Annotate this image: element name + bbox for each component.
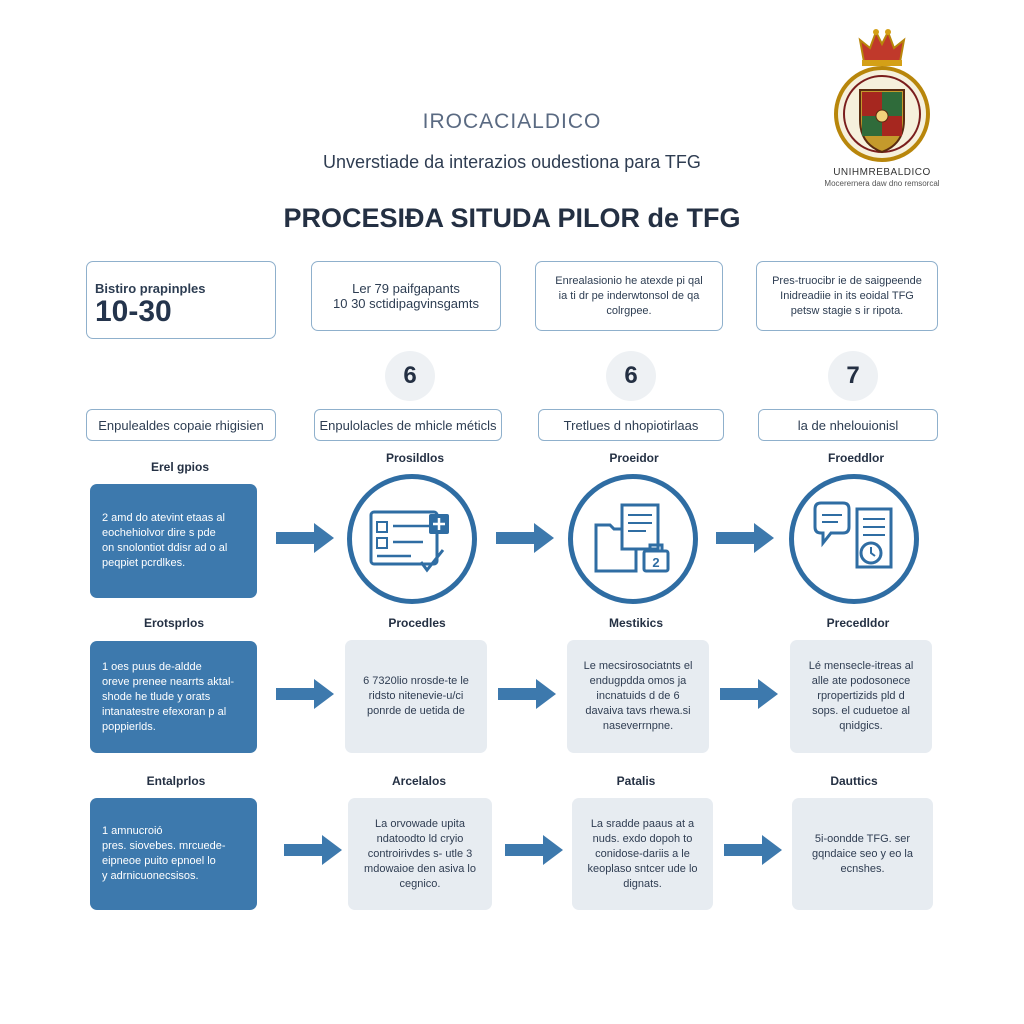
header-subtitle: Unverstiade da interazios oudestiona par…: [323, 152, 701, 172]
category-pill-1: Enpulealdes copaie rhigisien: [86, 409, 276, 441]
arrow-right-icon: [496, 523, 554, 553]
arrow-right-icon: [498, 679, 556, 709]
arrow-right-icon: [716, 523, 774, 553]
category-pill-2: Enpulolacles de mhicle méticls: [314, 409, 502, 441]
row1-col4-head: Froeddlor: [828, 451, 884, 465]
arrow-right-icon: [724, 835, 782, 865]
page-title: PROCESIÐA SITUDA PILOR de TFG: [283, 203, 741, 233]
arrow-right-icon: [284, 835, 342, 865]
row3-gray-card-2: La sradde paaus at a nuds. exdo dopoh to…: [572, 798, 713, 910]
arrow-right-icon: [720, 679, 778, 709]
row2-gray-card-2: Le mecsirosociatnts el endugpdda omos ja…: [567, 640, 709, 753]
info-box-3: Enrealasionio he atexde pi qal ia ti dr …: [535, 261, 723, 331]
row2-col1-head: Erotsprlos: [143, 616, 204, 630]
row3-gray-card-3: 5i-oondde TFG. ser gqndaice seo y eo la …: [792, 798, 933, 910]
category-pill-4: la de nhelouionisl: [758, 409, 938, 441]
row2-blue-card: 1 oes puus de-aldde oreve prenee nearrts…: [90, 641, 257, 753]
info-box-stat: 10-30: [95, 295, 172, 328]
arrow-right-icon: [276, 523, 334, 553]
row3-col3-head: Patalis: [616, 774, 656, 788]
documents-folder-icon: 2: [568, 474, 698, 604]
info-box-label: Bistiro prapinples: [95, 281, 206, 296]
row2-col2-head: Procedles: [388, 616, 446, 630]
row1-col2-head: Prosildlos: [385, 451, 444, 465]
row3-col2-head: Arcelalos: [391, 774, 447, 788]
row1-col3-head: Proeidor: [609, 451, 659, 465]
seal-name: UNIHMREBALDICO: [833, 167, 931, 178]
chat-document-clock-icon: [789, 474, 919, 604]
info-box-2: Ler 79 paifgapants 10 30 sctidipagvinsga…: [311, 261, 501, 331]
step-number-3: 7: [828, 351, 878, 401]
row2-gray-card-3: Lé mensecle-itreas al alle ate podosonec…: [790, 640, 932, 753]
seal-subtitle: Mocerernera daw dno remsorcal: [824, 179, 940, 188]
info-box-4: Pres-truocibr ie de saigpeende Inidreadi…: [756, 261, 938, 331]
document-form-icon: [347, 474, 477, 604]
arrow-right-icon: [276, 679, 334, 709]
info-box-participants-stat: Bistiro prapinples 10-30: [86, 261, 276, 339]
row3-col1-head: Entalprlos: [146, 774, 206, 788]
row3-col4-head: Dauttics: [830, 774, 878, 788]
row1-blue-card: 2 amd do atevint etaas al eochehiolvor d…: [90, 484, 257, 598]
svg-text:2: 2: [652, 555, 659, 570]
step-number-2: 6: [606, 351, 656, 401]
row2-col3-head: Mestikics: [608, 616, 664, 630]
university-seal-icon: [830, 22, 934, 162]
category-pill-3: Tretlues d nhopiotirlaas: [538, 409, 724, 441]
row2-col4-head: Precedldor: [826, 616, 890, 630]
step-number-1: 6: [385, 351, 435, 401]
row3-gray-card-1: La orvowade upita ndatoodto ld cryio con…: [348, 798, 492, 910]
header-small-title: IROCACIALDICO: [422, 110, 602, 133]
row2-gray-card-1: 6 7320lio nrosde-te le ridsto nitenevie-…: [345, 640, 487, 753]
row3-blue-card: 1 amnucroió pres. siovebes. mrcuede- eip…: [90, 798, 257, 910]
row1-col1-head: Erel gpios: [150, 460, 209, 474]
arrow-right-icon: [505, 835, 563, 865]
